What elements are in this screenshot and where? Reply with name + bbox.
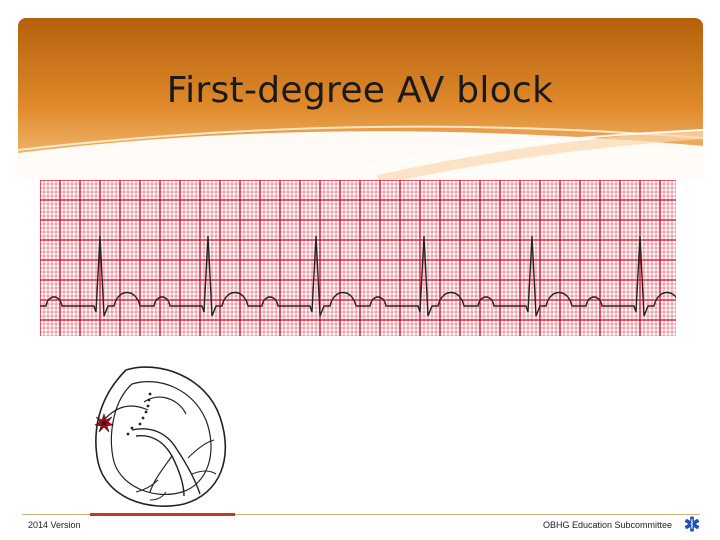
- slide-title: First-degree AV block: [166, 70, 554, 111]
- footer-organization: OBHG Education Subcommittee: [542, 520, 672, 530]
- ecg-strip: [40, 180, 676, 336]
- header-banner: [18, 18, 703, 180]
- footer-accent-bar: [90, 513, 235, 516]
- footer-divider: [22, 514, 700, 515]
- ecg-strip-graphic: [40, 180, 676, 336]
- ecg-trace: [40, 235, 676, 317]
- footer-version: 2014 Version: [28, 520, 81, 530]
- star-of-life-icon: [684, 516, 700, 532]
- heart-conduction-diagram-icon: [88, 362, 238, 512]
